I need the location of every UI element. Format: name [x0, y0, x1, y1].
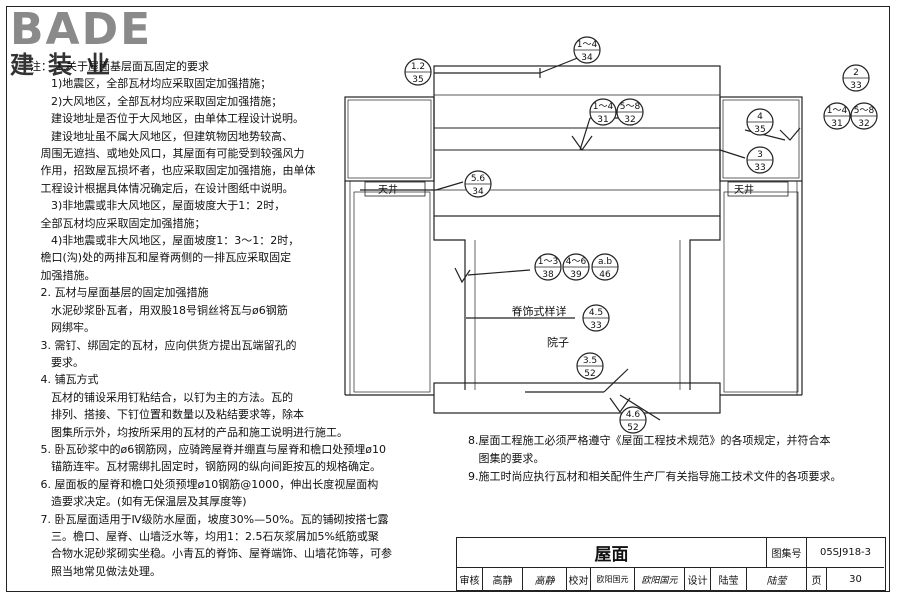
- callout-top: 1.2: [411, 62, 425, 72]
- review-label: 审核: [457, 568, 483, 590]
- design-signature: 陆莹: [747, 568, 807, 590]
- note-line: 建设地址是否位于大风地区，由单体工程设计说明。: [30, 112, 304, 126]
- callout-bottom: 38: [542, 270, 554, 280]
- check-signature: 欧阳国元: [635, 568, 685, 590]
- note-line: 注： 1.关于屋面基层面瓦固定的要求: [30, 60, 209, 73]
- callout-top: 1～3: [538, 257, 558, 267]
- review-name: 高静: [483, 568, 523, 590]
- callout-bottom: 33: [590, 321, 601, 331]
- note-line: 锚筋连牢。瓦材需绑扎固定时，钢筋网的纵向间距按瓦的规格确定。: [30, 460, 381, 474]
- callout-bottom: 31: [831, 119, 842, 129]
- callout-bottom: 32: [858, 119, 869, 129]
- callout-bottom: 33: [850, 81, 861, 91]
- callout-top: 4.6: [626, 410, 641, 420]
- courtyard-label: 院子: [547, 335, 569, 349]
- note-line: 要求。: [30, 355, 84, 369]
- atlas-label: 图集号: [767, 538, 807, 568]
- drawing-frame: [6, 6, 890, 592]
- callout-top: 5.6: [471, 174, 486, 184]
- check-name: 欧阳国元: [591, 568, 635, 590]
- review-signature: 高静: [523, 568, 567, 590]
- note-line: 建设地址虽不属大风地区，但建筑物因地势较高、: [30, 129, 293, 143]
- note-line: 7. 卧瓦屋面适用于Ⅳ级防水屋面，坡度30%—50%。瓦的铺砌按搭七露: [30, 512, 389, 526]
- callout-bottom: 31: [597, 115, 608, 125]
- note-line: 4)非地震或非大风地区，屋面坡度1：3～1：2时，: [30, 234, 300, 248]
- callout-bottom: 33: [754, 163, 765, 173]
- note-line: 三。檐口、屋脊、山墙泛水等，均用1：2.5石灰浆屑加5%纸筋或聚: [30, 529, 379, 543]
- note-line: 3)非地震或非大风地区，屋面坡度大于1：2时，: [30, 199, 286, 213]
- callout-bottom: 32: [624, 115, 635, 125]
- tianjing-label-left: 天井: [378, 183, 398, 196]
- ridge-detail-label: 脊饰式样详: [512, 304, 567, 318]
- note-line: 图集所示外，均按所采用的瓦材的产品和施工说明进行施工。: [30, 425, 348, 439]
- callout-top: 4～6: [566, 257, 587, 267]
- design-name: 陆莹: [711, 568, 747, 590]
- callout-bottom: 35: [412, 75, 423, 85]
- note-line: 5. 卧瓦砂浆中的ø6钢筋网，应骑跨屋脊并绷直与屋脊和檐口处预埋ø10: [30, 442, 386, 456]
- note-line: 2. 瓦材与屋面基层的固定加强措施: [30, 286, 209, 300]
- note-line: 8.屋面工程施工必须严格遵守《屋面工程技术规范》的各项规定，并符合本: [468, 434, 831, 447]
- check-label: 校对: [567, 568, 591, 590]
- callout-top: 4: [757, 112, 763, 122]
- callout-bottom: 46: [599, 270, 611, 280]
- callout-top: 3: [757, 150, 763, 160]
- note-line: 加强措施。: [30, 268, 96, 282]
- note-line: 6. 屋面板的屋脊和檐口处须预埋ø10钢筋@1000，伸出长度视屋面构: [30, 477, 379, 491]
- note-line: 4. 铺瓦方式: [30, 373, 99, 387]
- note-line: 1)地震区，全部瓦材均应采取固定加强措施；: [30, 77, 272, 91]
- callout-bottom: 35: [754, 125, 765, 135]
- note-line: 合物水泥砂浆砌实坐稳。小青瓦的脊饰、屋脊端饰、山墙花饰等，可参: [30, 547, 392, 561]
- logo-text: BADE: [10, 4, 153, 55]
- title-block: 屋面 图集号 05SJ918-3 审核 高静 高静 校对 欧阳国元 欧阳国元 设…: [456, 537, 886, 591]
- note-line: 檐口(沟)处的两排瓦和屋脊两侧的一排瓦应采取固定: [30, 251, 292, 265]
- note-line: 网绑牢。: [30, 321, 95, 335]
- left-wing-outline: [344, 96, 435, 182]
- page-number: 30: [849, 573, 862, 585]
- note-line: 3. 需钉、绑固定的瓦材，应向供货方提出瓦端留孔的: [30, 338, 297, 352]
- page-label: 页: [807, 568, 827, 590]
- note-line: 水泥砂浆卧瓦者，用双股18号铜丝将瓦与ø6钢筋: [30, 303, 288, 317]
- brand-logo: BADE 建装业: [10, 4, 153, 79]
- callout-top: 1～4: [577, 40, 598, 50]
- note-line: 2)大风地区，全部瓦材均应采取固定加强措施；: [30, 94, 283, 108]
- callout-bottom: 34: [472, 187, 484, 197]
- callout-bottom: 34: [581, 53, 593, 63]
- callout-top: 2: [853, 68, 859, 78]
- note-line: 照当地常见做法处理。: [30, 564, 161, 578]
- design-label: 设计: [685, 568, 711, 590]
- note-line: 9.施工时尚应执行瓦材和相关配件生产厂有关指导施工技术文件的各项要求。: [468, 470, 842, 483]
- callout-top: 1～4: [593, 102, 614, 112]
- note-line: 造要求决定。(如有无保温层及其厚度等): [30, 495, 247, 509]
- note-line: 周围无遮挡、或地处风口，其屋面有可能受到较强风力: [30, 147, 305, 161]
- callout-top: a.b: [598, 257, 612, 267]
- note-line: 图集的要求。: [468, 452, 545, 465]
- right-wing-outline: [719, 96, 803, 182]
- atlas-number: 05SJ918-3: [807, 538, 884, 568]
- callout-top: 3.5: [583, 356, 597, 366]
- callout-top: 4.5: [589, 308, 603, 318]
- drawing-title: 屋面: [457, 538, 767, 568]
- callout-bottom: 52: [627, 423, 638, 433]
- note-line: 作用，招致屋瓦损坏者，也应采取固定加强措施，由单体: [30, 164, 316, 178]
- callout-top: 5～8: [620, 102, 641, 112]
- callout-bottom: 52: [584, 369, 595, 379]
- note-line: 瓦材的铺设采用钉粘结合，以钉为主的方法。瓦的: [30, 390, 293, 404]
- note-line: 全部瓦材均应采取固定加强措施；: [30, 216, 206, 230]
- note-line: 排列、搭接、下钉位置和数量以及粘结要求等，除本: [30, 408, 304, 422]
- tianjing-label-right: 天井: [734, 183, 754, 196]
- callout-top: 5～8: [854, 106, 875, 116]
- note-line: 工程设计根据具体情况确定后，在设计图纸中说明。: [30, 181, 294, 195]
- notes-left: 注： 1.关于屋面基层面瓦固定的要求 1)地震区，全部瓦材均应采取固定加强措施；…: [30, 58, 430, 580]
- callout-top: 1～4: [827, 106, 848, 116]
- callout-bottom: 39: [570, 270, 582, 280]
- notes-right: 8.屋面工程施工必须严格遵守《屋面工程技术规范》的各项规定，并符合本 图集的要求…: [468, 432, 868, 486]
- logo-subtitle: 建装业: [10, 51, 124, 79]
